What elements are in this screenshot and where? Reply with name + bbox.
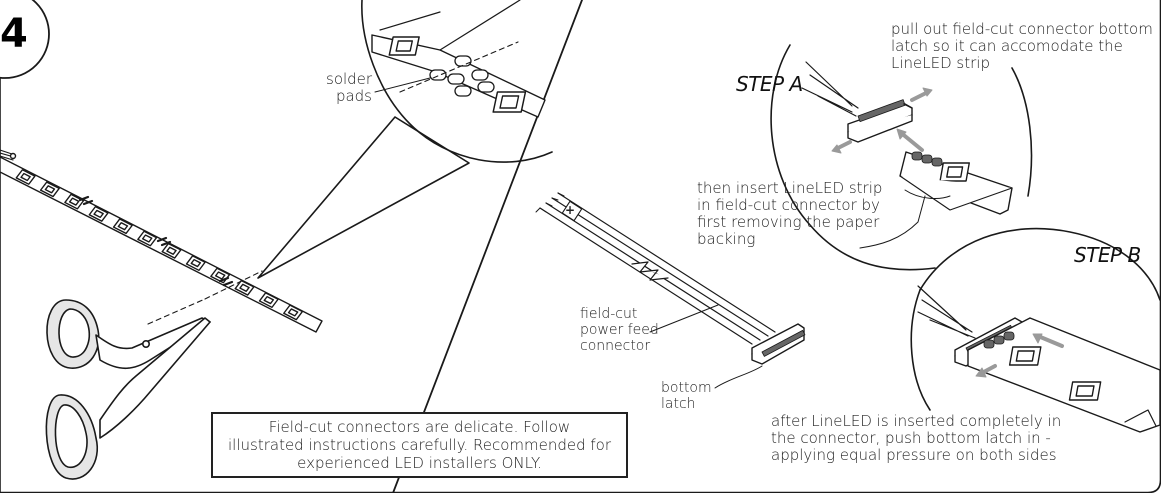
led-strip-left [0,149,323,333]
field-cut-connector [535,192,806,365]
warning-notice: Field-cut connectors are delicate. Follo… [211,412,628,478]
zoomed-strip [371,0,546,118]
step-a-circle [770,44,936,271]
step-a-arrows [831,87,933,154]
step-b-arrows [975,333,1064,378]
step-number-badge [0,0,50,79]
step-a-insert-instruction: then insert LineLED strip in field-cut c… [697,179,883,248]
step-number: 4 [0,11,28,57]
power-feed-connector-label: field-cut power feed connector [580,306,659,354]
scissors [45,299,211,480]
solder-zoom-circle [361,0,553,163]
panel-divider [392,0,583,493]
step-b-strip [967,317,1161,433]
step-a-instruction: pull out field-cut connector bottom latc… [891,20,1153,72]
polarity-symbol: + [565,203,576,217]
wire-break [631,261,669,281]
cut-line [204,270,263,300]
bottom-latch-label: bottom latch [661,380,712,412]
solder-pads-label: solder pads [326,70,373,105]
zoom-callout [257,116,470,279]
step-a-strip [899,151,1013,215]
step-b-circle [919,227,1161,301]
step-b-title: STEP B [1074,243,1141,267]
step-b-instruction: after LineLED is inserted completely in … [771,412,1062,464]
step-a-title: STEP A [736,72,803,96]
step-a-connector [801,61,913,143]
